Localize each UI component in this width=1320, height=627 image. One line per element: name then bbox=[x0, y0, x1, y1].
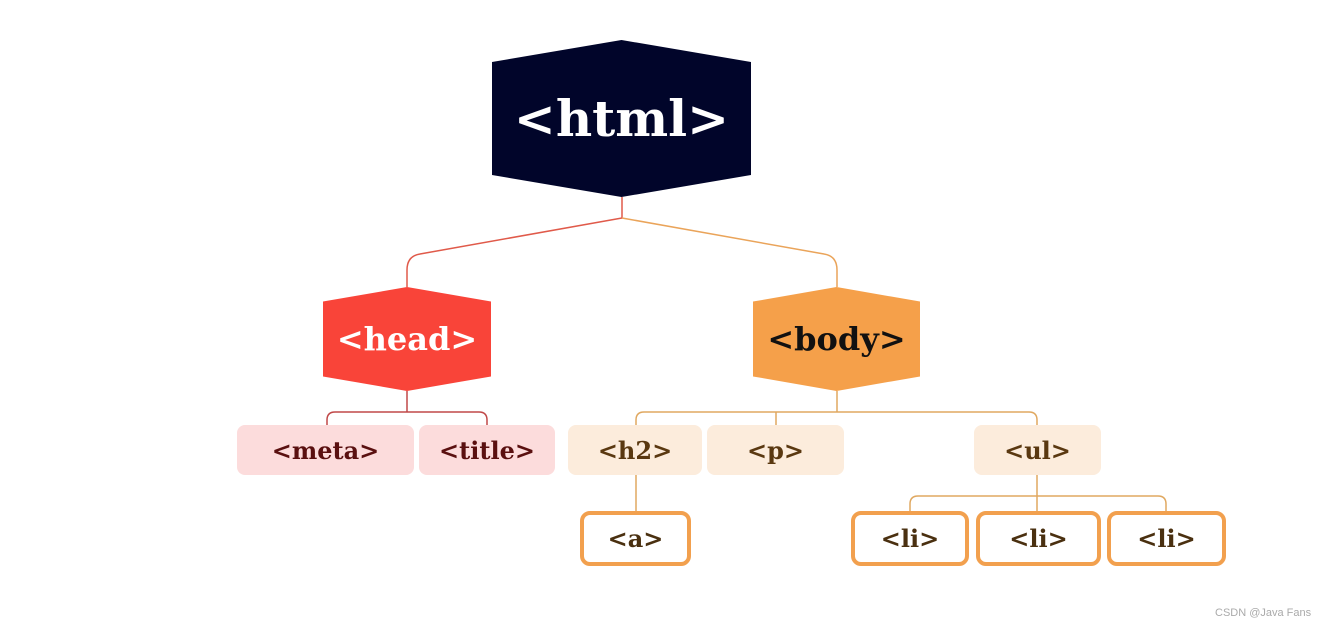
node-label: <h2> bbox=[597, 435, 673, 465]
edge-body-children bbox=[635, 391, 1038, 427]
node-label: <ul> bbox=[1004, 435, 1071, 465]
edge-ul-li bbox=[909, 475, 1167, 513]
node-ul: <ul> bbox=[974, 425, 1101, 475]
node-label: <li> bbox=[880, 524, 940, 553]
node-head: <head> bbox=[323, 287, 491, 391]
node-label: <html> bbox=[513, 89, 730, 148]
edge-html-body bbox=[621, 217, 838, 287]
node-label: <head> bbox=[336, 320, 478, 358]
node-label: <a> bbox=[607, 524, 664, 553]
node-p: <p> bbox=[707, 425, 844, 475]
node-label: <meta> bbox=[271, 435, 380, 465]
node-li-3: <li> bbox=[1107, 511, 1226, 566]
node-h2: <h2> bbox=[568, 425, 702, 475]
node-title: <title> bbox=[419, 425, 555, 475]
watermark: CSDN @Java Fans bbox=[1215, 607, 1312, 619]
node-li-1: <li> bbox=[851, 511, 969, 566]
edge-html-head bbox=[406, 197, 623, 287]
edge-head-children bbox=[326, 391, 488, 427]
node-a: <a> bbox=[580, 511, 691, 566]
node-label: <title> bbox=[439, 435, 535, 465]
node-label: <li> bbox=[1009, 524, 1068, 553]
node-label: <p> bbox=[747, 435, 804, 465]
node-body: <body> bbox=[753, 287, 920, 391]
node-label: <body> bbox=[767, 320, 906, 358]
node-html: <html> bbox=[492, 40, 751, 197]
node-li-2: <li> bbox=[976, 511, 1101, 566]
node-meta: <meta> bbox=[237, 425, 414, 475]
node-label: <li> bbox=[1137, 524, 1196, 553]
